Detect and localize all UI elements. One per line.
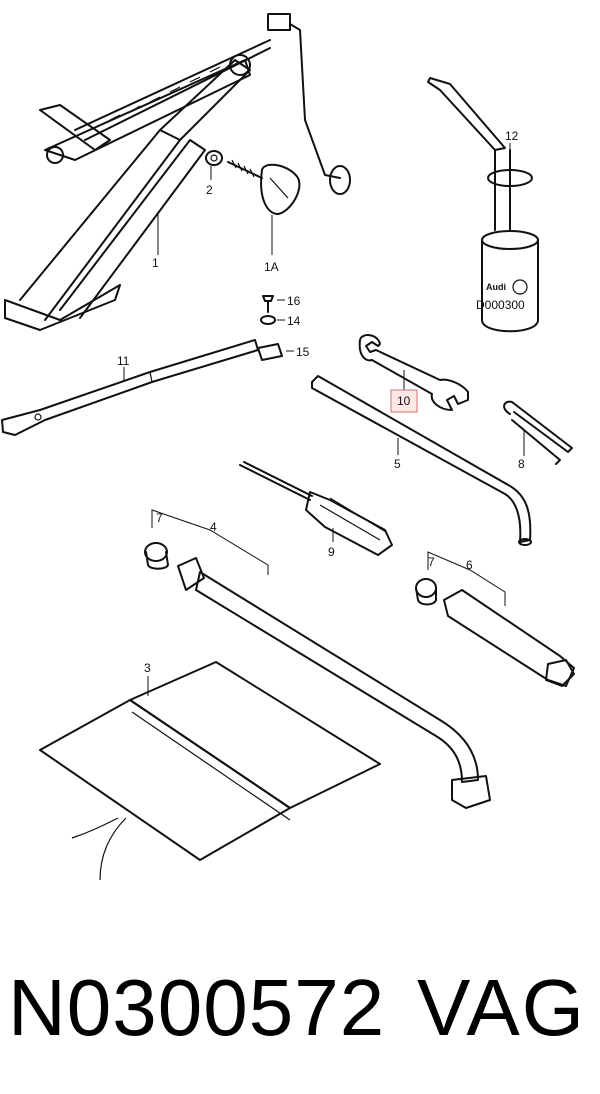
- tommy-bar-drawing: 5: [311, 375, 532, 546]
- callout-11: 11: [117, 354, 130, 368]
- wrench-drawing: 10: [358, 334, 469, 413]
- callout-3: 3: [144, 661, 151, 675]
- wheel-brace-drawing: 7 4: [144, 509, 491, 809]
- wing-bolt-drawing: 1A: [227, 159, 301, 274]
- callout-9: 9: [328, 545, 335, 559]
- washer-drawing: 2: [205, 150, 223, 197]
- jar-logo-text: Audi: [486, 282, 506, 292]
- callout-8: 8: [518, 457, 525, 471]
- box-spanner-drawing: 7 6: [415, 551, 575, 687]
- callout-2: 2: [206, 183, 213, 197]
- tool-bag-drawing: 3: [39, 661, 381, 881]
- callout-12: 12: [505, 129, 519, 143]
- small-fasteners-drawing: 16 14 15: [257, 294, 310, 361]
- callout-1a: 1A: [264, 260, 279, 274]
- callout-7a: 7: [156, 511, 163, 525]
- callout-1: 1: [152, 256, 159, 270]
- brand-label: VAG: [416, 963, 586, 1052]
- callout-6: 6: [466, 558, 473, 572]
- oil-can-drawing: D000300 Audi 12: [427, 77, 539, 333]
- callout-7b: 7: [428, 555, 435, 569]
- exploded-parts-diagram: 1 2 1A 16 14 15 11: [1, 13, 575, 881]
- vw-logo-icon: [512, 279, 528, 295]
- scissor-jack-drawing: 1: [4, 13, 351, 331]
- callout-5: 5: [394, 457, 401, 471]
- callout-15: 15: [296, 345, 310, 359]
- part-number: N0300572: [8, 963, 386, 1052]
- callout-4: 4: [210, 520, 217, 534]
- callout-16: 16: [287, 294, 301, 308]
- highlight-box-10: [390, 389, 418, 413]
- callout-10: 10: [397, 394, 411, 408]
- screwdriver-drawing: 9: [239, 461, 393, 559]
- callout-14: 14: [287, 314, 301, 328]
- retaining-strap-drawing: 11: [1, 339, 259, 436]
- spring-clip-drawing: 8: [503, 400, 573, 471]
- jar-label: D000300: [476, 298, 525, 312]
